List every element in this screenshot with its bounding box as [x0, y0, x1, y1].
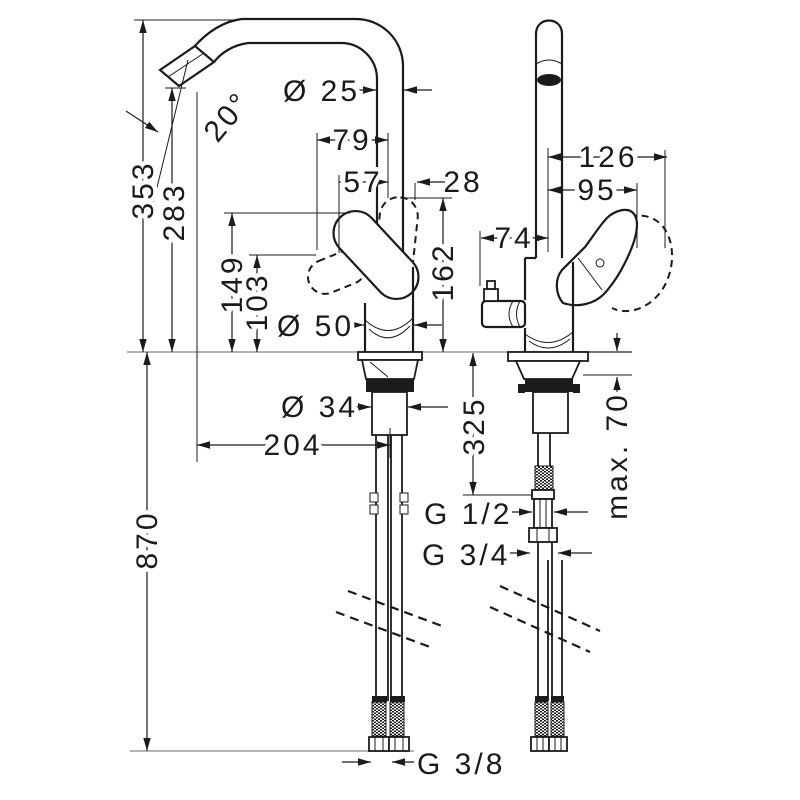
lever-handle-side	[555, 208, 639, 307]
braided-hose-end	[534, 701, 549, 737]
braided-hose-end	[371, 701, 387, 737]
dim-shank-diameter-label: Ø 34	[281, 391, 358, 424]
braided-section	[534, 465, 554, 491]
hose-collar	[535, 696, 548, 702]
angle-pointer	[125, 110, 159, 133]
valve-seam	[516, 300, 521, 328]
mounting-nut	[366, 379, 414, 392]
hose-hex-nut	[388, 736, 410, 752]
side-view-faucet	[480, 19, 674, 352]
dim-325-label: 325	[458, 396, 491, 455]
dim-g38-label: G 3/8	[417, 748, 505, 781]
dim-95-label: 95	[577, 174, 616, 207]
swivel-joint-arc	[364, 317, 414, 331]
spout-column	[534, 19, 564, 258]
handle-pin	[595, 258, 605, 268]
break-mark	[499, 584, 601, 633]
aerator-outlet	[537, 74, 561, 86]
escutcheon-detail-line	[369, 361, 389, 378]
dim-max70-label: max. 70	[601, 392, 634, 520]
valve-knob	[483, 288, 499, 302]
valve-knob-cap	[486, 280, 496, 290]
swivel-joint-arc	[524, 331, 574, 343]
escutcheon-plate	[507, 351, 589, 362]
dimension-lines	[125, 20, 667, 766]
hose-clip	[399, 504, 409, 515]
front-view-faucet	[158, 17, 420, 352]
hose-clip	[399, 492, 409, 503]
dim-126-label: 126	[578, 141, 637, 174]
dim-162-label: 162	[427, 242, 460, 301]
mounting-nut-tab	[573, 384, 580, 393]
hose-collar	[551, 696, 564, 702]
dimension-labels: Ø 25 20° 79 57 28 353 283 149 103 162 Ø …	[123, 71, 640, 786]
break-mark	[347, 589, 443, 628]
swivel-joint-arc	[528, 338, 571, 349]
hose-clip	[369, 504, 379, 515]
spout-outer-edge	[193, 17, 405, 258]
front-view-underdeck	[335, 351, 443, 752]
dim-g12-label: G 1/2	[424, 498, 512, 531]
escutcheon-plate	[357, 351, 423, 361]
threaded-shank	[371, 391, 408, 436]
side-view-underdeck	[489, 351, 601, 752]
hose-hex-nut	[548, 736, 568, 752]
shutoff-valve-body	[480, 299, 527, 329]
hose-collar	[390, 696, 405, 702]
valve-seam	[508, 300, 514, 328]
dim-870-label: 870	[131, 510, 164, 569]
dim-body-diameter-label: Ø 50	[277, 310, 354, 343]
g12-collar	[531, 489, 555, 500]
dim-103-label: 103	[241, 272, 274, 331]
dim-28-label: 28	[443, 166, 482, 199]
escutcheon-skirt	[514, 360, 582, 380]
hose-collar	[372, 696, 387, 702]
g12-connector	[533, 498, 553, 529]
dim-spout-diameter-label: Ø 25	[283, 75, 360, 108]
break-mark	[489, 605, 591, 654]
hose-clip	[369, 492, 379, 503]
dim-204-label: 204	[263, 429, 322, 462]
spout-cap-seam	[535, 59, 563, 65]
lever-handle	[332, 209, 420, 301]
dim-57-label: 57	[343, 166, 382, 199]
break-mark	[335, 610, 431, 649]
g34-hex-nut	[528, 527, 558, 543]
mounting-nut-tab	[518, 384, 525, 393]
aerator-seam	[167, 52, 205, 78]
dim-79-label: 79	[332, 124, 371, 157]
handle-alt-position	[609, 214, 674, 313]
threaded-shank	[532, 391, 569, 434]
handle-seam	[577, 257, 603, 291]
dim-74-label: 74	[494, 222, 533, 255]
braided-hose-end	[389, 701, 405, 737]
mounting-nut	[525, 379, 573, 392]
dim-spout-angle-label: 20°	[198, 85, 258, 148]
dim-283-label: 283	[158, 182, 191, 241]
braided-hose-end	[550, 701, 565, 737]
dim-149-label: 149	[216, 254, 249, 313]
hose-hex-nut	[530, 736, 550, 752]
hose-hex-nut	[368, 736, 390, 752]
dim-353-label: 353	[127, 160, 160, 219]
swivel-joint-arc	[368, 325, 411, 339]
spout-inner-edge	[213, 41, 379, 258]
dim-g34-label: G 3/4	[422, 539, 510, 572]
